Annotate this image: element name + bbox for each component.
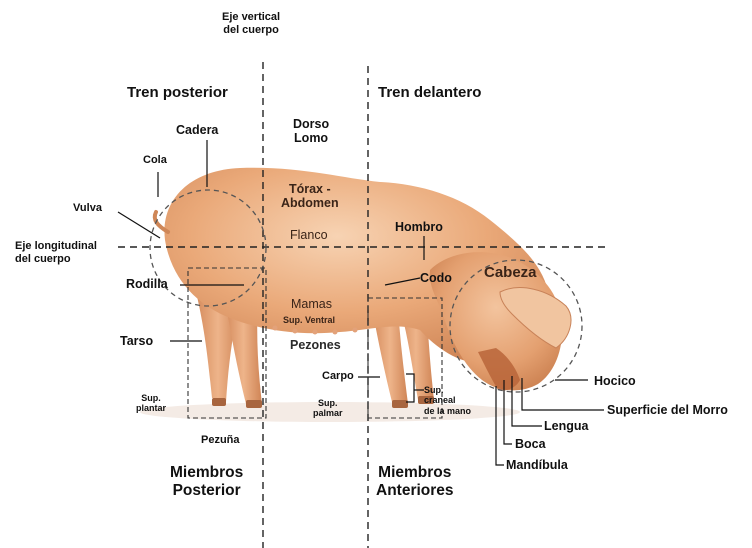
miembros-posterior-line2: Posterior xyxy=(170,482,243,500)
codo-label: Codo xyxy=(420,271,452,285)
dorso-label: Dorso xyxy=(293,117,329,131)
tren-posterior-label: Tren posterior xyxy=(127,84,228,101)
hoof xyxy=(246,400,262,408)
lomo-label: Lomo xyxy=(293,131,329,145)
hoof xyxy=(392,400,408,408)
vertical-axis-label-line1: Eje vertical xyxy=(222,11,280,24)
sup-palmar-line2: palmar xyxy=(313,408,343,418)
carpo-label: Carpo xyxy=(322,370,354,383)
miembros-anteriores-label: Miembros Anteriores xyxy=(376,464,454,500)
flanco-label: Flanco xyxy=(290,228,328,242)
sup-palmar-line1: Sup. xyxy=(313,398,343,408)
sup-plantar-label: Sup. plantar xyxy=(136,393,166,414)
sup-craneal-line3: de la mano xyxy=(424,406,471,416)
cola-label: Cola xyxy=(143,154,167,167)
sup-palmar-label: Sup. palmar xyxy=(313,398,343,419)
miembros-anteriores-line1: Miembros xyxy=(376,464,454,482)
vulva-label: Vulva xyxy=(73,202,102,215)
pig-illustration xyxy=(140,168,571,422)
sup-craneal-line1: Sup. xyxy=(424,385,471,395)
abdomen-label: Abdomen xyxy=(281,196,339,210)
cadera-label: Cadera xyxy=(176,123,218,137)
sup-craneal-line2: craneal xyxy=(424,395,471,405)
pezuna-label: Pezuña xyxy=(201,434,240,447)
longitudinal-axis-label: Eje longitudinal del cuerpo xyxy=(15,240,97,265)
mandibula-label: Mandíbula xyxy=(506,458,568,472)
dorso-lomo-label: Dorso Lomo xyxy=(293,117,329,146)
longitudinal-axis-label-line2: del cuerpo xyxy=(15,253,97,266)
tarso-label: Tarso xyxy=(120,334,153,348)
mamas-label: Mamas xyxy=(291,297,332,311)
sup-craneal-label: Sup. craneal de la mano xyxy=(424,385,471,416)
boca-label: Boca xyxy=(515,437,546,451)
pezones-label: Pezones xyxy=(290,338,341,352)
mandibula-line xyxy=(496,386,504,465)
hombro-label: Hombro xyxy=(395,220,443,234)
rodilla-label: Rodilla xyxy=(126,277,168,291)
longitudinal-axis-label-line1: Eje longitudinal xyxy=(15,240,97,253)
vertical-axis-label: Eje vertical del cuerpo xyxy=(222,11,280,36)
lengua-label: Lengua xyxy=(544,419,588,433)
torax-label: Tórax - xyxy=(281,182,339,196)
vertical-axis-label-line2: del cuerpo xyxy=(222,24,280,37)
cabeza-label: Cabeza xyxy=(484,264,537,281)
hoof xyxy=(212,398,226,406)
torax-abdomen-label: Tórax - Abdomen xyxy=(281,182,339,211)
sup-plantar-line2: plantar xyxy=(136,403,166,413)
tren-delantero-label: Tren delantero xyxy=(378,84,481,101)
superficie-morro-label: Superficie del Morro xyxy=(607,403,728,417)
hocico-label: Hocico xyxy=(594,374,636,388)
miembros-anteriores-line2: Anteriores xyxy=(376,482,454,500)
sup-plantar-line1: Sup. xyxy=(136,393,166,403)
miembros-posterior-label: Miembros Posterior xyxy=(170,464,243,500)
miembros-posterior-line1: Miembros xyxy=(170,464,243,482)
sup-ventral-label: Sup. Ventral xyxy=(283,315,335,325)
